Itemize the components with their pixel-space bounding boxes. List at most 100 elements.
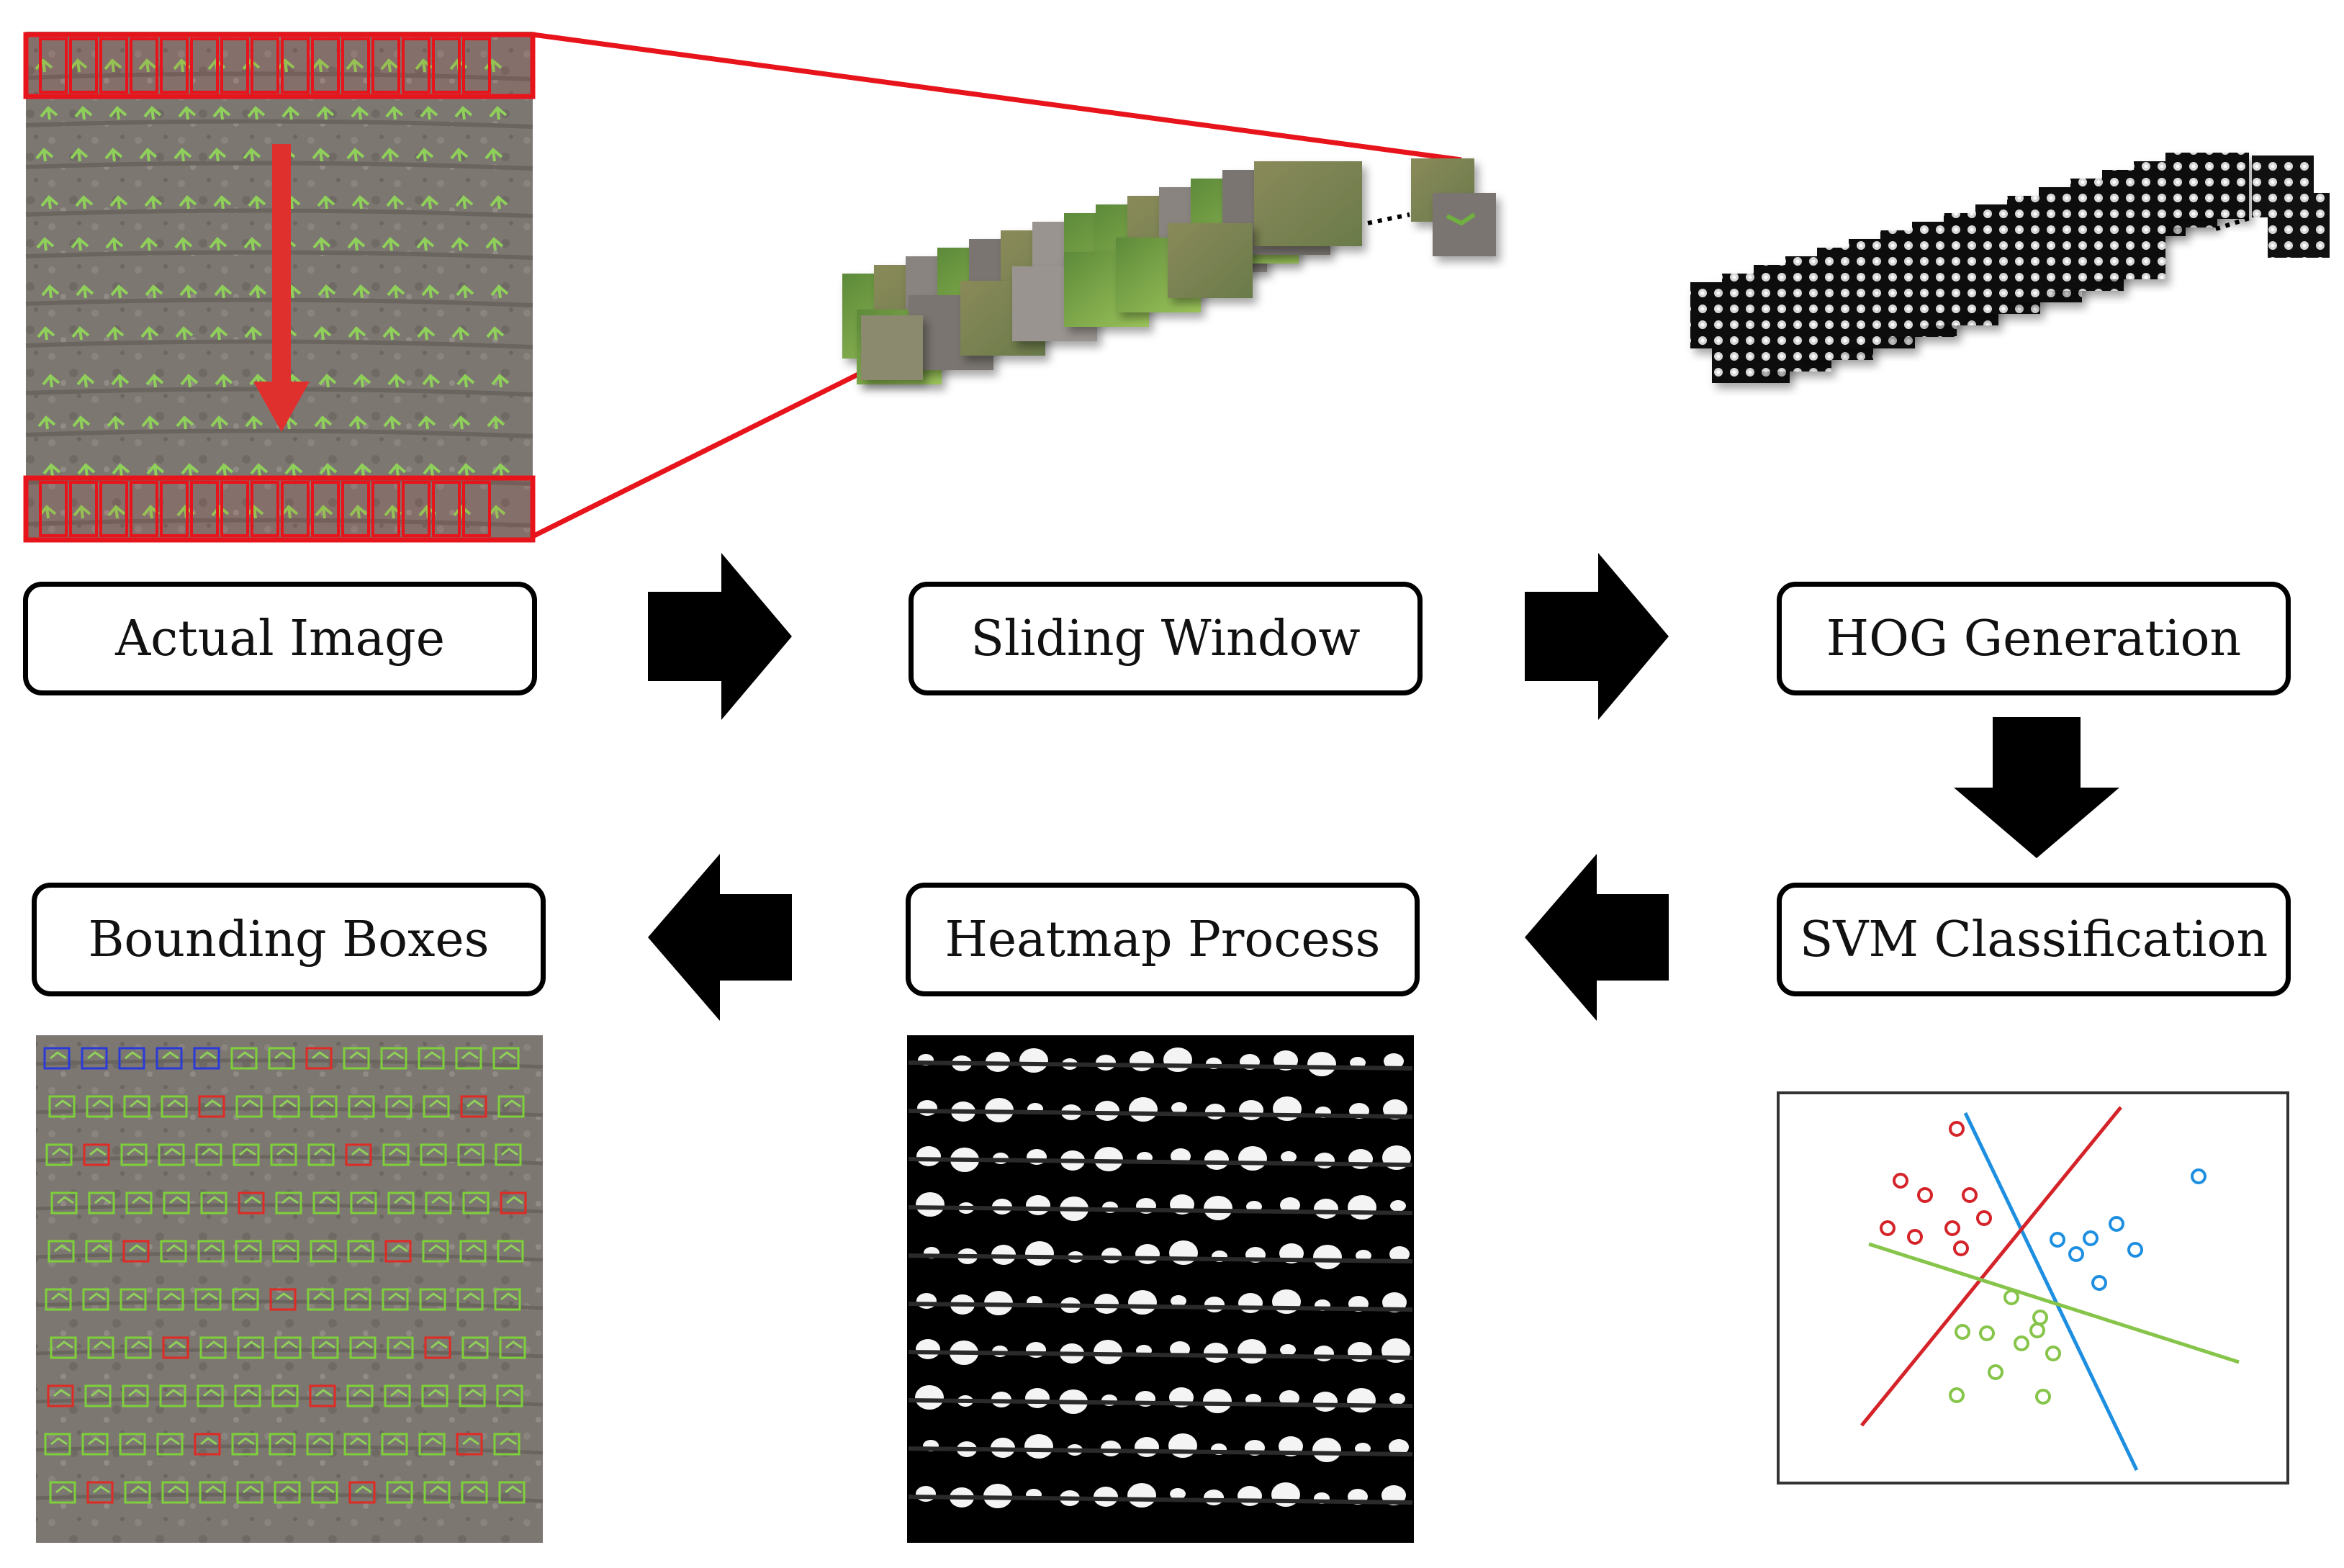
heatmap-blob [1356, 1250, 1371, 1261]
plant-seedling [469, 1196, 486, 1204]
plant-seedling [503, 1244, 520, 1253]
plant-seedling [280, 505, 299, 519]
plant-seedling [42, 463, 61, 477]
plant-seedling [56, 1341, 73, 1349]
plant-seedling [167, 1099, 184, 1108]
svm-point-blue [2091, 1275, 2107, 1291]
plant-seedling [208, 148, 227, 162]
svm-point-red [1893, 1173, 1908, 1189]
plant-seedling [110, 284, 129, 299]
detection-box [275, 1191, 302, 1215]
heatmap-blob [1025, 1388, 1050, 1408]
plant-seedling [350, 1437, 367, 1446]
plant-seedling [55, 1099, 72, 1108]
heatmap-blob [1204, 1490, 1224, 1505]
detection-box [380, 1047, 407, 1070]
plant-seedling [169, 1196, 186, 1204]
detection-box [155, 1047, 183, 1070]
plant-seedling [239, 1148, 256, 1156]
plant-seedling [505, 1485, 522, 1494]
plant-seedling [425, 1292, 443, 1301]
plant-seedling [201, 1292, 218, 1301]
plant-seedling [204, 1099, 222, 1108]
plant-seedling [349, 505, 368, 519]
plant-seedling [351, 106, 369, 120]
plant-seedling [51, 1292, 68, 1301]
svm-point-red [1962, 1187, 1978, 1203]
sliding-window-stack [842, 161, 1362, 384]
plant-seedling [245, 415, 263, 430]
plant-seedling [132, 1196, 149, 1204]
heatmap-trail [908, 1302, 1413, 1312]
svm-point-red [1976, 1210, 1992, 1226]
plant-seedling [280, 1485, 297, 1494]
detection-box [307, 1288, 334, 1311]
svm-plot [1777, 1091, 2289, 1484]
window-frame [39, 481, 68, 537]
plant-seedling [50, 1437, 68, 1446]
window-frame [160, 37, 189, 94]
detection-box [274, 1481, 301, 1504]
svm-point-green [2014, 1335, 2029, 1351]
plant-seedling [104, 148, 123, 162]
detection-box [493, 1433, 520, 1456]
plant-seedling [243, 148, 261, 162]
scan-direction-arrow [253, 144, 310, 432]
plant-seedling [89, 1292, 106, 1301]
detection-box [420, 1143, 447, 1166]
plant-seedling [349, 1051, 366, 1060]
window-frame [220, 481, 249, 537]
plant-seedling [505, 1341, 523, 1349]
detection-box [498, 1481, 526, 1504]
window-frame [251, 481, 279, 537]
hog-patch [2165, 153, 2249, 219]
step-hog-generation: HOG Generation [1777, 582, 2291, 695]
heatmap-blob [1279, 1390, 1299, 1406]
plant-seedling [54, 1244, 71, 1253]
heatmap-blob [917, 1100, 937, 1116]
detection-box [423, 1481, 451, 1504]
plant-seedling [386, 195, 405, 209]
window-frame [251, 37, 279, 94]
arrow-left-1 [1525, 854, 1669, 1021]
heatmap-blob [1095, 1101, 1119, 1121]
detection-box [385, 1095, 413, 1118]
plant-seedling [166, 1389, 183, 1397]
plant-seedling [278, 1389, 295, 1397]
heatmap-blob [1101, 1248, 1122, 1263]
step-sliding-window-label: Sliding Window [970, 610, 1361, 667]
plant-seedling [276, 1292, 293, 1301]
plant-seedling [420, 106, 438, 120]
window-frame [69, 37, 98, 94]
plant-seedling [243, 1341, 261, 1349]
heatmap-blob [1135, 1244, 1160, 1264]
detection-box [271, 1384, 299, 1407]
window-frame [281, 481, 310, 537]
heatmap-trail [908, 1157, 1413, 1167]
plant-seedling [381, 148, 400, 162]
plant-seedling [145, 374, 164, 388]
heatmap-blob [1101, 1441, 1121, 1456]
detection-box [49, 1481, 76, 1504]
detection-box [343, 1047, 370, 1070]
detection-box [119, 1433, 146, 1456]
plant-seedling [317, 284, 336, 299]
plant-seedling [506, 1196, 523, 1204]
soil-furrow [35, 1251, 544, 1262]
detection-box [343, 1433, 371, 1456]
plant-seedling [107, 505, 126, 519]
heatmap-blob [916, 1293, 937, 1309]
plant-seedling [178, 106, 197, 120]
plant-seedling [428, 1389, 445, 1397]
plant-seedling [131, 1341, 148, 1349]
plant-seedling [174, 237, 193, 251]
plant-seedling [504, 1099, 521, 1108]
heatmap-blob [916, 1192, 945, 1217]
plant-seedling [312, 1051, 329, 1060]
heatmap-blob [1205, 1104, 1225, 1119]
plant-seedling [40, 195, 59, 209]
plant-seedling [109, 106, 127, 120]
plant-seedling [500, 1292, 518, 1301]
heatmap-blob [1203, 1389, 1232, 1413]
detection-box [234, 1384, 261, 1407]
